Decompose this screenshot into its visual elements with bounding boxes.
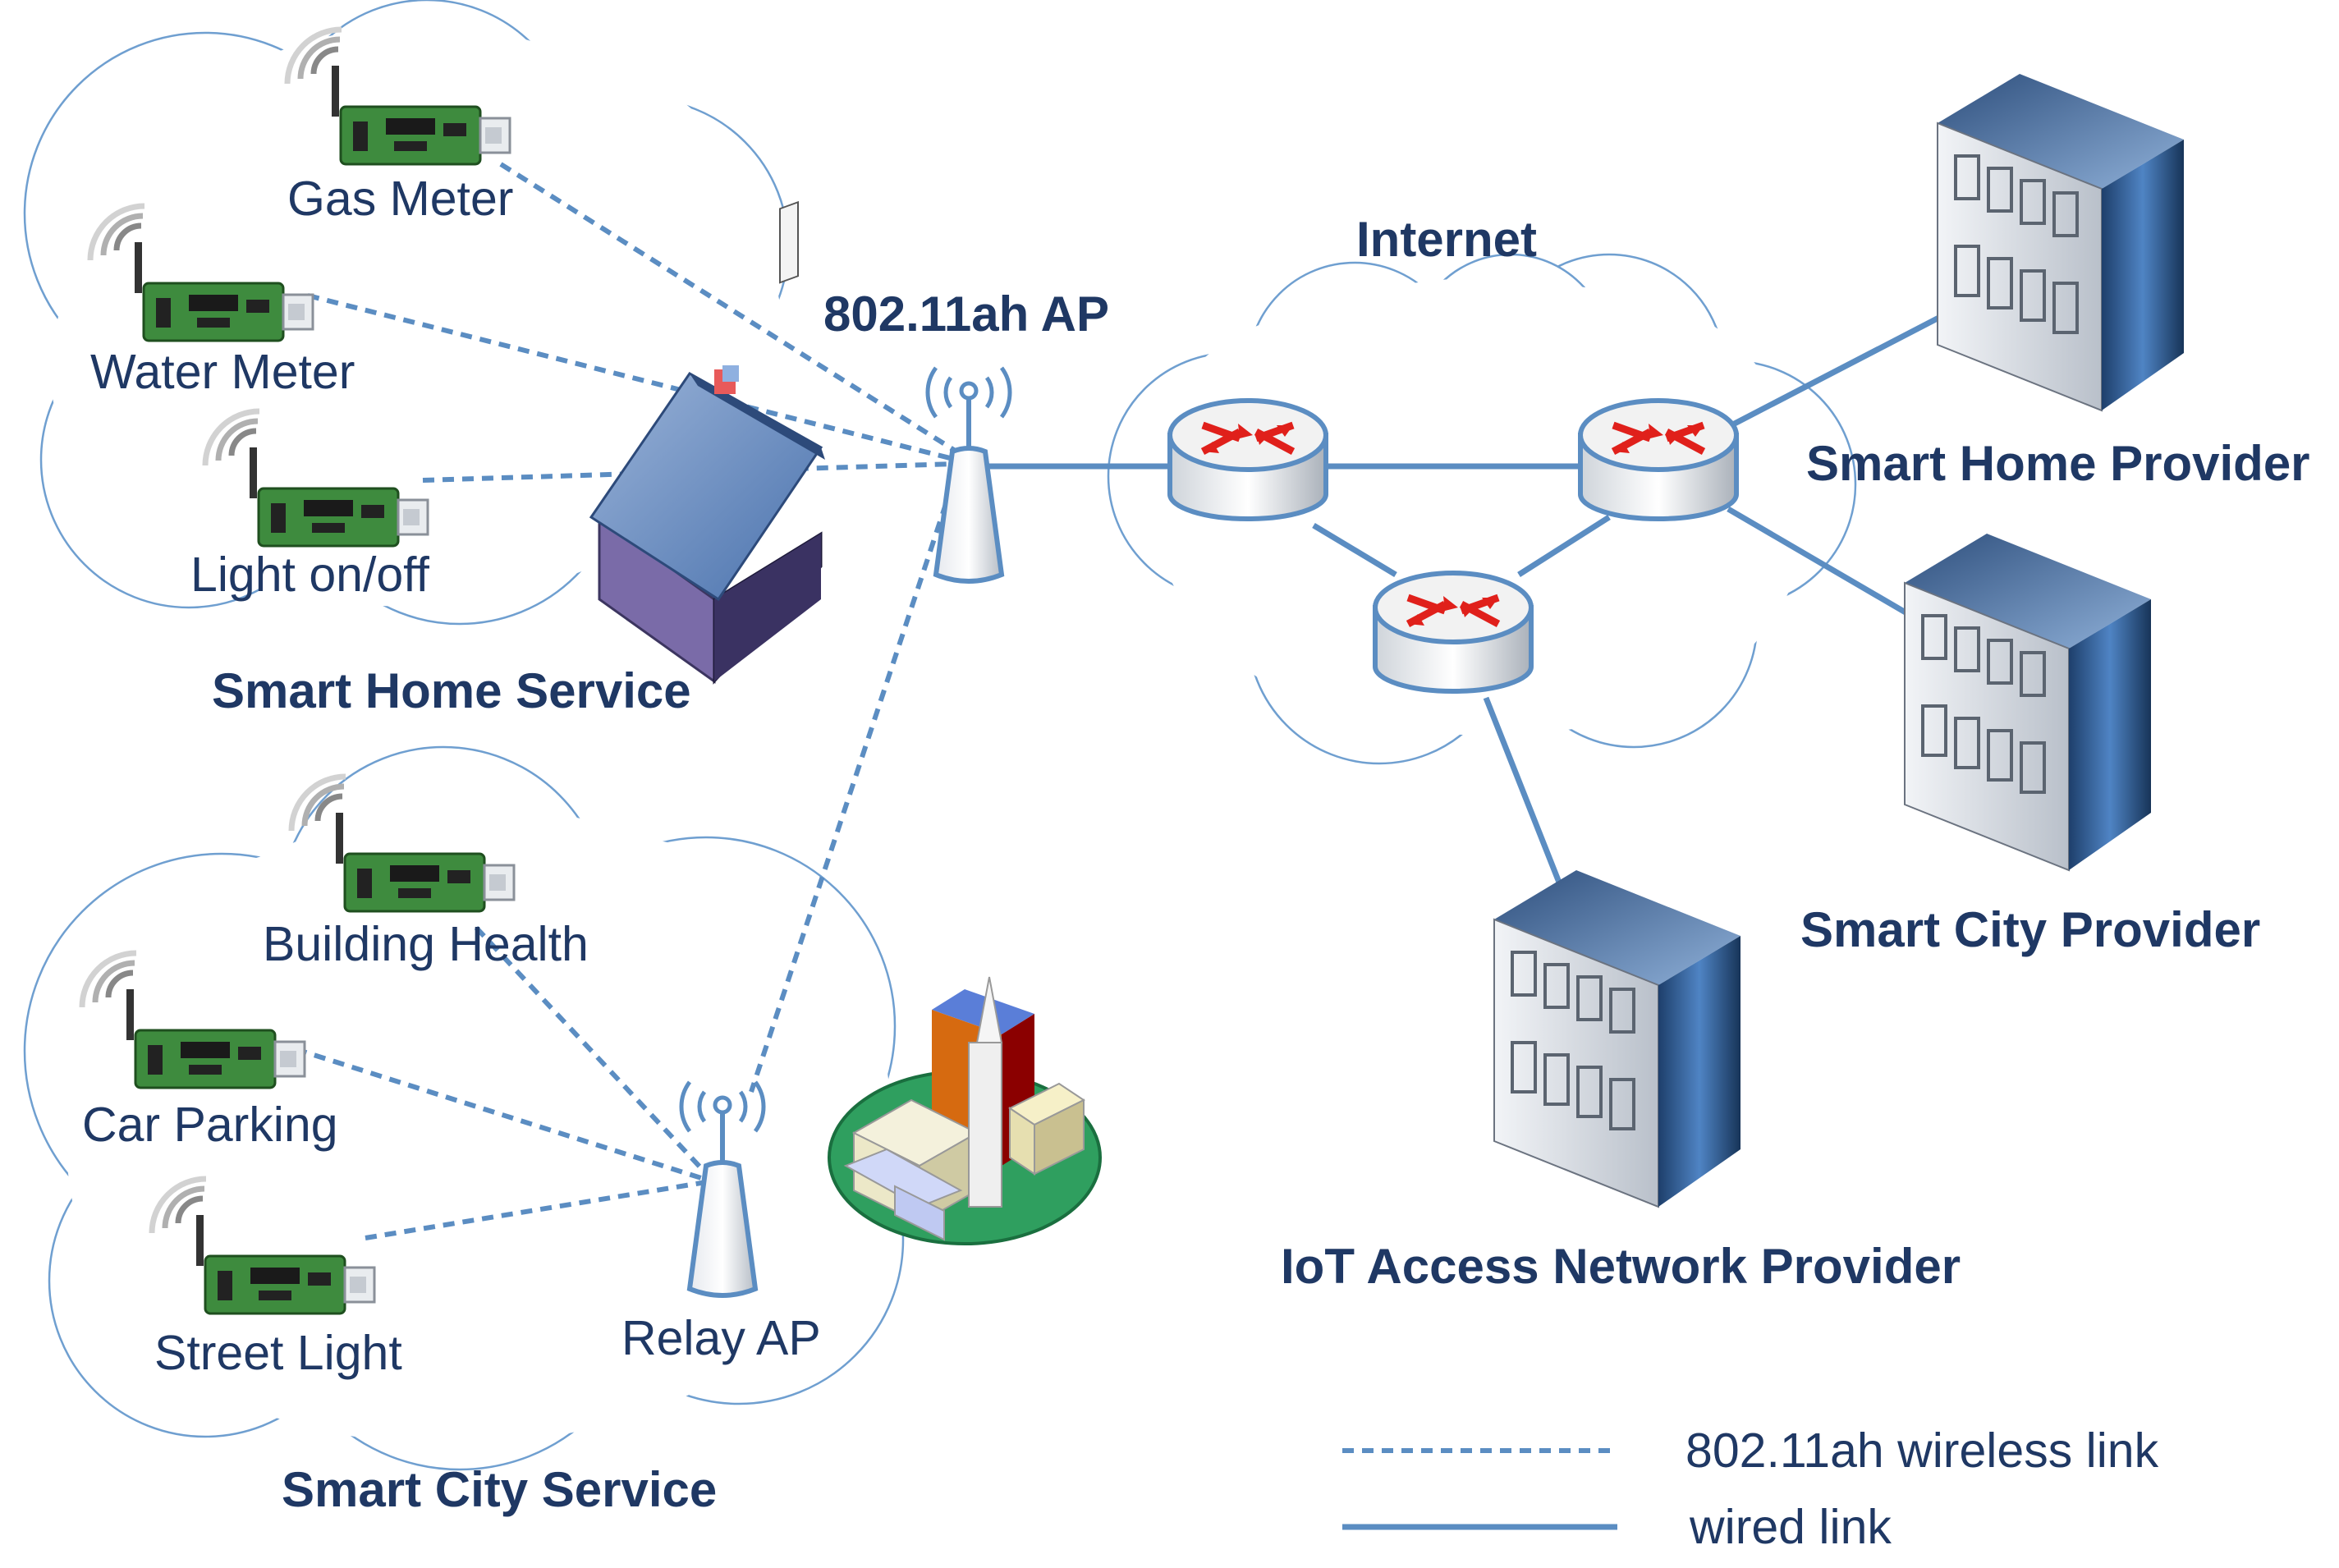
ap-icon — [928, 368, 1010, 581]
house-icon — [589, 200, 825, 685]
smart-home-service-label: Smart Home Service — [212, 663, 691, 718]
router-left-icon — [1170, 401, 1326, 519]
gas-meter-label: Gas Meter — [287, 172, 513, 226]
internet-cloud — [1107, 253, 1857, 765]
wired-links — [985, 309, 1951, 896]
street-light-label: Street Light — [154, 1326, 402, 1380]
building-health-label: Building Health — [263, 917, 589, 971]
legend-wireless-label: 802.11ah wireless link — [1685, 1424, 2159, 1478]
iot-access-provider-label: IoT Access Network Provider — [1281, 1239, 1961, 1294]
iot-access-provider-server — [1493, 869, 1742, 1208]
internet-label: Internet — [1356, 212, 1537, 267]
city-icon — [828, 976, 1102, 1245]
smart-city-service-label: Smart City Service — [282, 1462, 717, 1517]
smart-city-provider-label: Smart City Provider — [1800, 902, 2260, 957]
smart-city-provider-server — [1903, 532, 2153, 872]
legend-wired-label: wired link — [1689, 1500, 1892, 1554]
legend: 802.11ah wireless link wired link — [1342, 1424, 2159, 1554]
router-bottom-icon — [1375, 573, 1531, 691]
ap-label: 802.11ah AP — [823, 287, 1109, 342]
smart-home-provider-label: Smart Home Provider — [1806, 436, 2310, 491]
water-meter-label: Water Meter — [90, 345, 355, 399]
smart-home-provider-server — [1936, 72, 2185, 412]
light-label: Light on/off — [190, 548, 429, 602]
car-parking-label: Car Parking — [82, 1098, 338, 1152]
relay-ap-label: Relay AP — [621, 1311, 821, 1365]
router-right-icon — [1580, 401, 1736, 519]
